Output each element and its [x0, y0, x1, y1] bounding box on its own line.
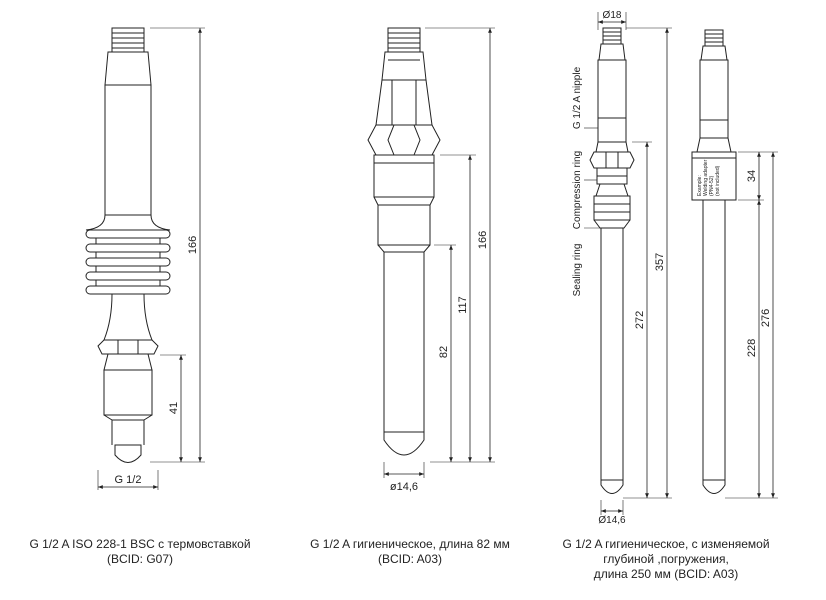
caption-sensor-3-line-3: длина 250 мм (BCID: A03)	[593, 567, 739, 581]
caption-sensor-1-line-2: (BCID: G07)	[106, 552, 173, 566]
caption-sensor-1-line-1: G 1/2 A ISO 228-1 BSC с термовставкой	[29, 537, 251, 551]
sensor-3-dim-total: 357	[654, 253, 666, 271]
sensor-2-dim-mid: 117	[457, 296, 469, 314]
adapter-note-line-3: (PN4-52)	[709, 175, 715, 196]
sensor-1-dim-lower: 41	[168, 402, 180, 414]
caption-sensor-3-line-2: глубиной ,погружения,	[603, 552, 729, 566]
sensor-2-dim-diameter: ø14,6	[390, 481, 418, 493]
sensor-4-dim-adapter: 34	[746, 170, 758, 182]
sensor-4-dim-total: 276	[760, 309, 772, 327]
caption-sensor-3: G 1/2 A гигиеническое, с изменяемой глуб…	[548, 537, 784, 582]
adapter-note-line-4: (not included)	[715, 165, 721, 196]
adapter-note-line-1: Example:	[697, 175, 703, 196]
caption-sensor-3-line-1: G 1/2 A гигиеническое, с изменяемой	[562, 537, 770, 551]
sensor-3-dim-bottom-diameter: Ø14,6	[598, 515, 626, 526]
label-sealing-ring: Sealing ring	[572, 244, 583, 297]
sensor-2-drawing	[367, 27, 495, 478]
sensor-3-dim-top-diameter: Ø18	[603, 10, 622, 21]
caption-sensor-2-line-1: G 1/2 A гигиеническое, длина 82 мм	[310, 537, 510, 551]
sensor-1-drawing	[85, 27, 205, 490]
sensor-3-dim-shaft: 272	[634, 311, 646, 329]
sensor-1-dim-thread: G 1/2	[115, 474, 142, 486]
sensor-3-drawing	[584, 12, 672, 515]
adapter-note-line-2: Welding adapter	[703, 159, 709, 196]
welding-adapter-note: Example: Welding adapter (PN4-52) (not i…	[697, 159, 721, 196]
sensor-4-dim-shaft: 228	[746, 339, 758, 357]
sensor-1-dim-total: 166	[187, 236, 199, 254]
caption-sensor-2-line-2: (BCID: A03)	[377, 552, 443, 566]
sensor-2-dim-lower: 82	[438, 346, 450, 358]
sensor-4-drawing	[691, 29, 778, 499]
label-nipple: G 1/2 A nipple	[572, 66, 583, 129]
caption-sensor-2: G 1/2 A гигиеническое, длина 82 мм (BCID…	[290, 537, 530, 567]
caption-sensor-1: G 1/2 A ISO 228-1 BSC с термовставкой (B…	[10, 537, 270, 567]
label-compression-ring: Compression ring	[572, 151, 583, 229]
sensor-2-dim-total: 166	[477, 231, 489, 249]
